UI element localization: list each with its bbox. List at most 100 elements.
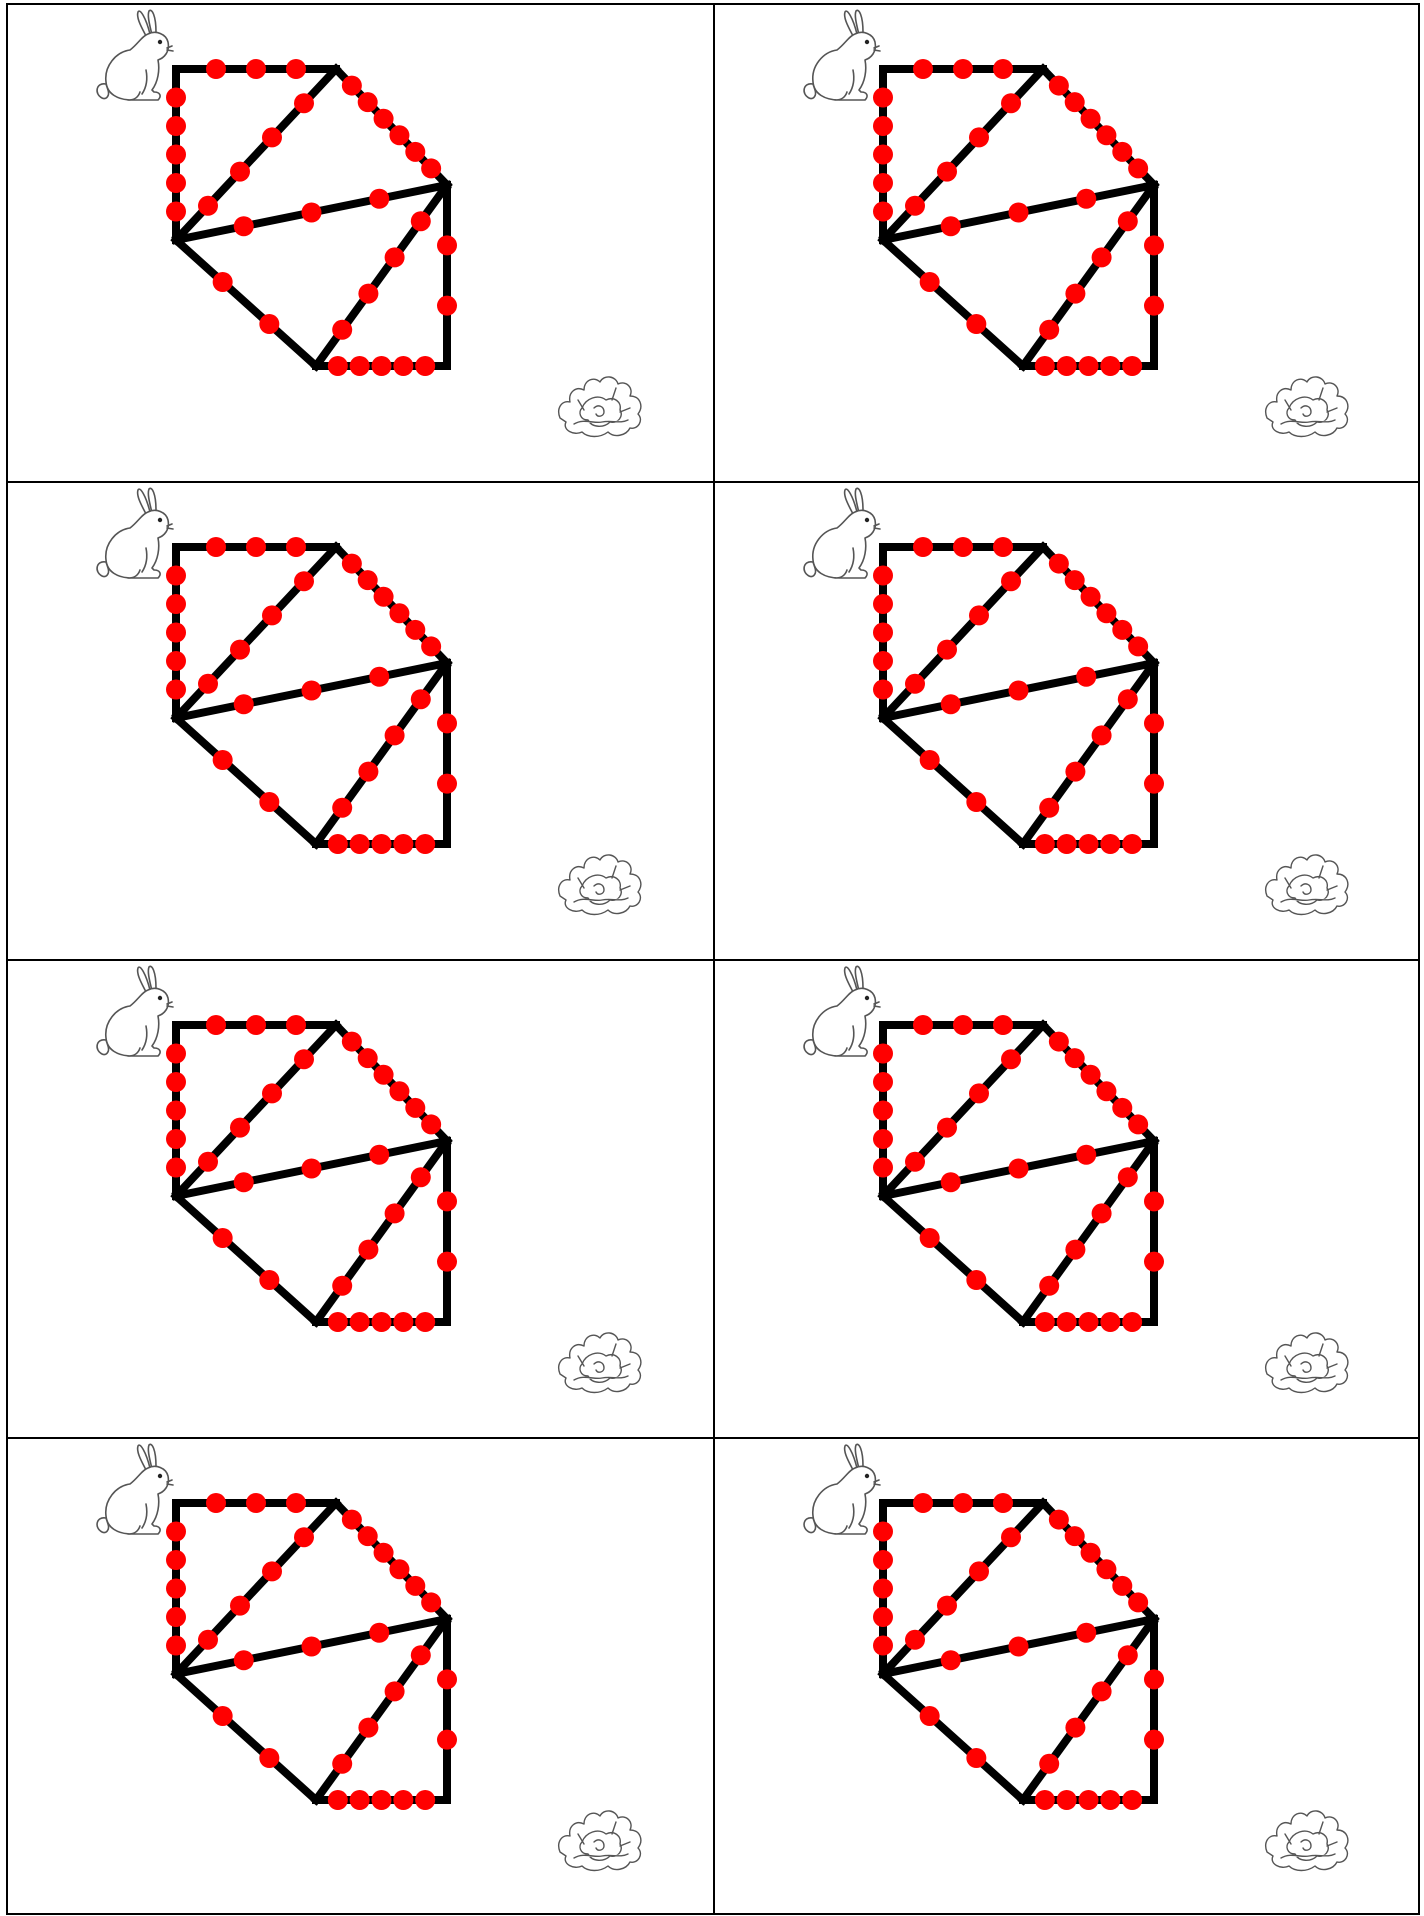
maze-dot (937, 640, 957, 660)
maze-dot (1122, 356, 1142, 376)
maze-dot (920, 272, 940, 292)
maze-dot (262, 605, 282, 625)
maze-dot (920, 1228, 940, 1248)
maze-dot (1001, 1527, 1021, 1547)
maze-dot (421, 636, 441, 656)
maze-dot (358, 92, 378, 112)
maze-dot (1049, 1032, 1069, 1052)
maze-dot (993, 59, 1013, 79)
maze-dot (198, 1152, 218, 1172)
maze-dot (372, 1790, 392, 1810)
maze-dot (230, 1118, 250, 1138)
maze-dot (1100, 1312, 1120, 1332)
maze-dot (294, 1049, 314, 1069)
maze-dot (1057, 834, 1077, 854)
maze-dot (358, 1526, 378, 1546)
maze-dot (421, 158, 441, 178)
maze-dot (166, 680, 186, 700)
maze-dot (166, 651, 186, 671)
rabbit-icon (804, 488, 880, 578)
maze-dot (1065, 92, 1085, 112)
maze-dot (1118, 1167, 1138, 1187)
maze-dot (411, 1645, 431, 1665)
maze-dot (166, 1044, 186, 1064)
maze-dot (1144, 774, 1164, 794)
maze-dot (230, 640, 250, 660)
maze-dot (246, 537, 266, 557)
maze-dot (374, 587, 394, 607)
maze-dot (234, 1172, 254, 1192)
maze-dot (1079, 1790, 1099, 1810)
maze-dot (206, 537, 226, 557)
maze-dot (1065, 1526, 1085, 1546)
maze-dot (1035, 1312, 1055, 1332)
maze-dot (405, 1098, 425, 1118)
maze-dot (405, 620, 425, 640)
maze-dot (1065, 1718, 1085, 1738)
maze-dot (1039, 1276, 1059, 1296)
lettuce-icon (1266, 855, 1348, 915)
maze-dot (1144, 1252, 1164, 1272)
maze-dot (1096, 125, 1116, 145)
maze-dot (166, 1522, 186, 1542)
maze-dot (1057, 356, 1077, 376)
maze-diagram (6, 481, 743, 960)
maze-dot (332, 320, 352, 340)
maze-dot (941, 1172, 961, 1192)
puzzle-cell (713, 3, 1424, 482)
maze-dot (1144, 296, 1164, 316)
maze-path-segment (1023, 185, 1154, 366)
worksheet (6, 3, 1420, 1915)
maze-dot (969, 1083, 989, 1103)
maze-dot (969, 605, 989, 625)
maze-dot (1039, 798, 1059, 818)
maze-dot (1128, 1592, 1148, 1612)
maze-dot (369, 189, 389, 209)
maze-dot (1057, 1790, 1077, 1810)
lettuce-icon (1266, 377, 1348, 437)
maze-dot (1118, 689, 1138, 709)
maze-dot (259, 1748, 279, 1768)
maze-dot (1144, 1730, 1164, 1750)
rabbit-icon (804, 1444, 880, 1534)
maze-dot (953, 1493, 973, 1513)
maze-dot (1065, 570, 1085, 590)
maze-dot (166, 116, 186, 136)
maze-dot (1096, 1081, 1116, 1101)
maze-path-segment (1023, 1141, 1154, 1322)
column-border (713, 3, 715, 1915)
maze-dot (259, 1270, 279, 1290)
maze-dot (913, 1493, 933, 1513)
column-border (1418, 3, 1420, 1915)
maze-dot (1076, 189, 1096, 209)
maze-dot (1096, 1559, 1116, 1579)
maze-dot (905, 1152, 925, 1172)
maze-dot (1001, 1049, 1021, 1069)
maze-dot (246, 1015, 266, 1035)
puzzle-cell (6, 481, 743, 960)
maze-dot (328, 1312, 348, 1332)
maze-dot (294, 93, 314, 113)
maze-dot (1092, 1203, 1112, 1223)
maze-dot (905, 196, 925, 216)
maze-dot (234, 216, 254, 236)
maze-dot (358, 284, 378, 304)
maze-dot (1144, 1191, 1164, 1211)
maze-dot (1039, 320, 1059, 340)
maze-dot (873, 145, 893, 165)
maze-dot (389, 603, 409, 623)
maze-dot (302, 203, 322, 223)
maze-dot (1049, 554, 1069, 574)
maze-dot (1112, 1576, 1132, 1596)
maze-dot (953, 1015, 973, 1035)
maze-dot (1092, 247, 1112, 267)
maze-path-segment (176, 718, 316, 844)
maze-dot (1081, 587, 1101, 607)
maze-dot (941, 216, 961, 236)
maze-dot (1112, 1098, 1132, 1118)
maze-dot (437, 235, 457, 255)
maze-dot (206, 59, 226, 79)
maze-dot (350, 356, 370, 376)
maze-dot (286, 1493, 306, 1513)
puzzle-cell (6, 1437, 743, 1916)
